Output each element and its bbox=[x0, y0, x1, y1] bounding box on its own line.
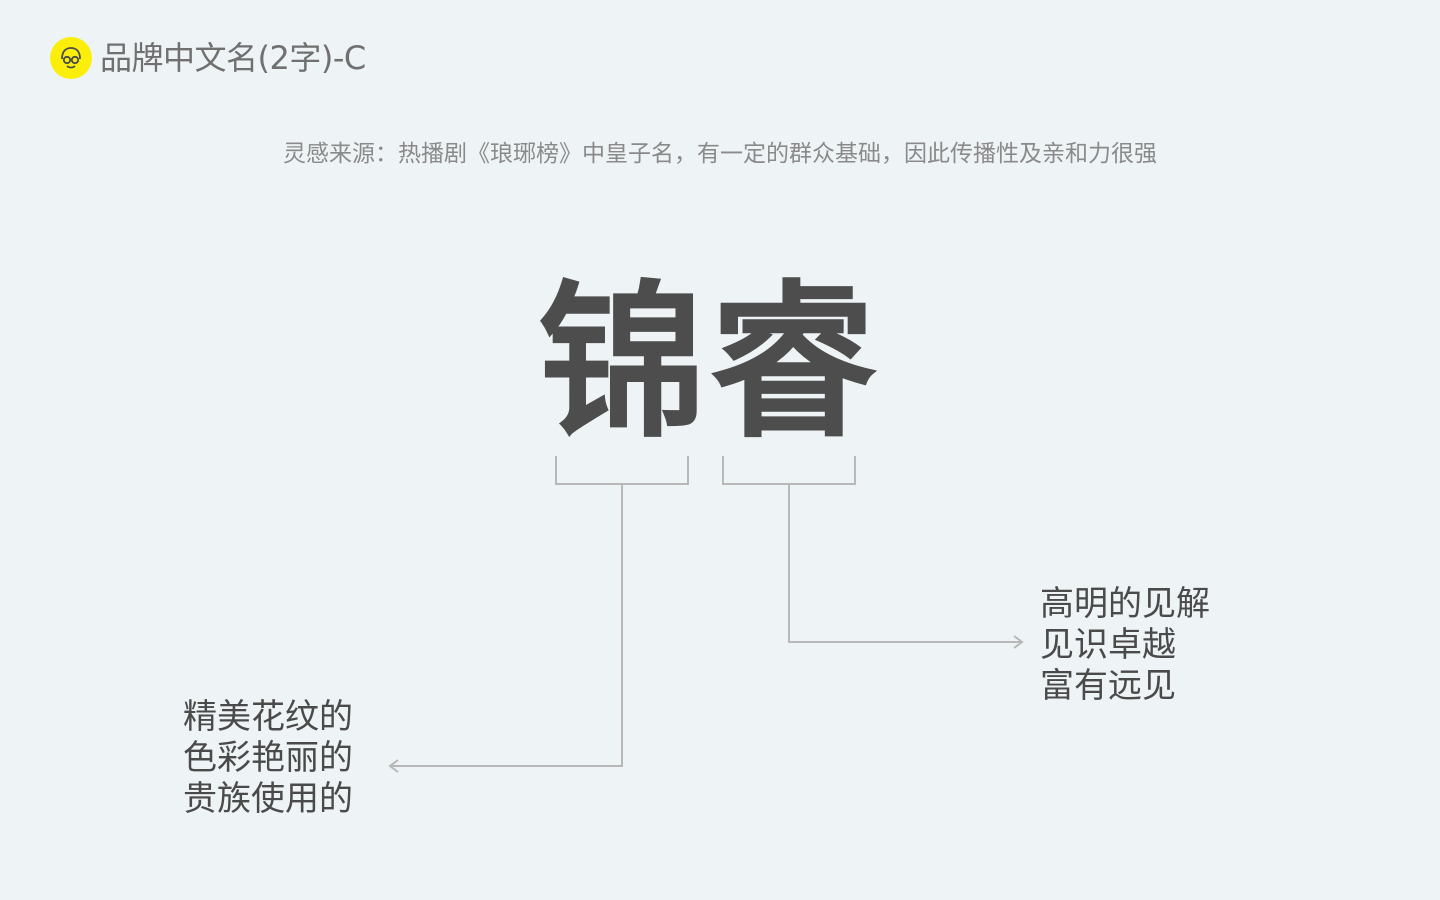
meaning-left-line-2: 色彩艳丽的 bbox=[183, 738, 353, 778]
meaning-left-line-3: 贵族使用的 bbox=[183, 779, 353, 819]
left-connector bbox=[390, 484, 623, 767]
page-title: 品牌中文名(2字)-C bbox=[100, 39, 366, 77]
logo-badge bbox=[50, 37, 92, 79]
meaning-right: 高明的见解 见识卓越 富有远见 bbox=[1040, 584, 1210, 707]
meaning-right-line-1: 高明的见解 bbox=[1040, 584, 1210, 624]
inspiration-text: 灵感来源：热播剧《琅琊榜》中皇子名，有一定的群众基础，因此传播性及亲和力很强 bbox=[283, 141, 1157, 167]
right-arrowhead bbox=[1013, 635, 1024, 649]
right-connector bbox=[788, 484, 1022, 643]
left-arrowhead bbox=[388, 759, 399, 773]
meaning-left-line-1: 精美花纹的 bbox=[183, 697, 353, 737]
brand-char-1: 锦 bbox=[538, 263, 706, 461]
meaning-left: 精美花纹的 色彩艳丽的 贵族使用的 bbox=[183, 697, 353, 820]
brand-char-2: 睿 bbox=[709, 263, 877, 461]
meaning-right-line-3: 富有远见 bbox=[1040, 666, 1176, 706]
face-outline-icon bbox=[61, 47, 81, 69]
meaning-right-line-2: 见识卓越 bbox=[1040, 625, 1176, 665]
